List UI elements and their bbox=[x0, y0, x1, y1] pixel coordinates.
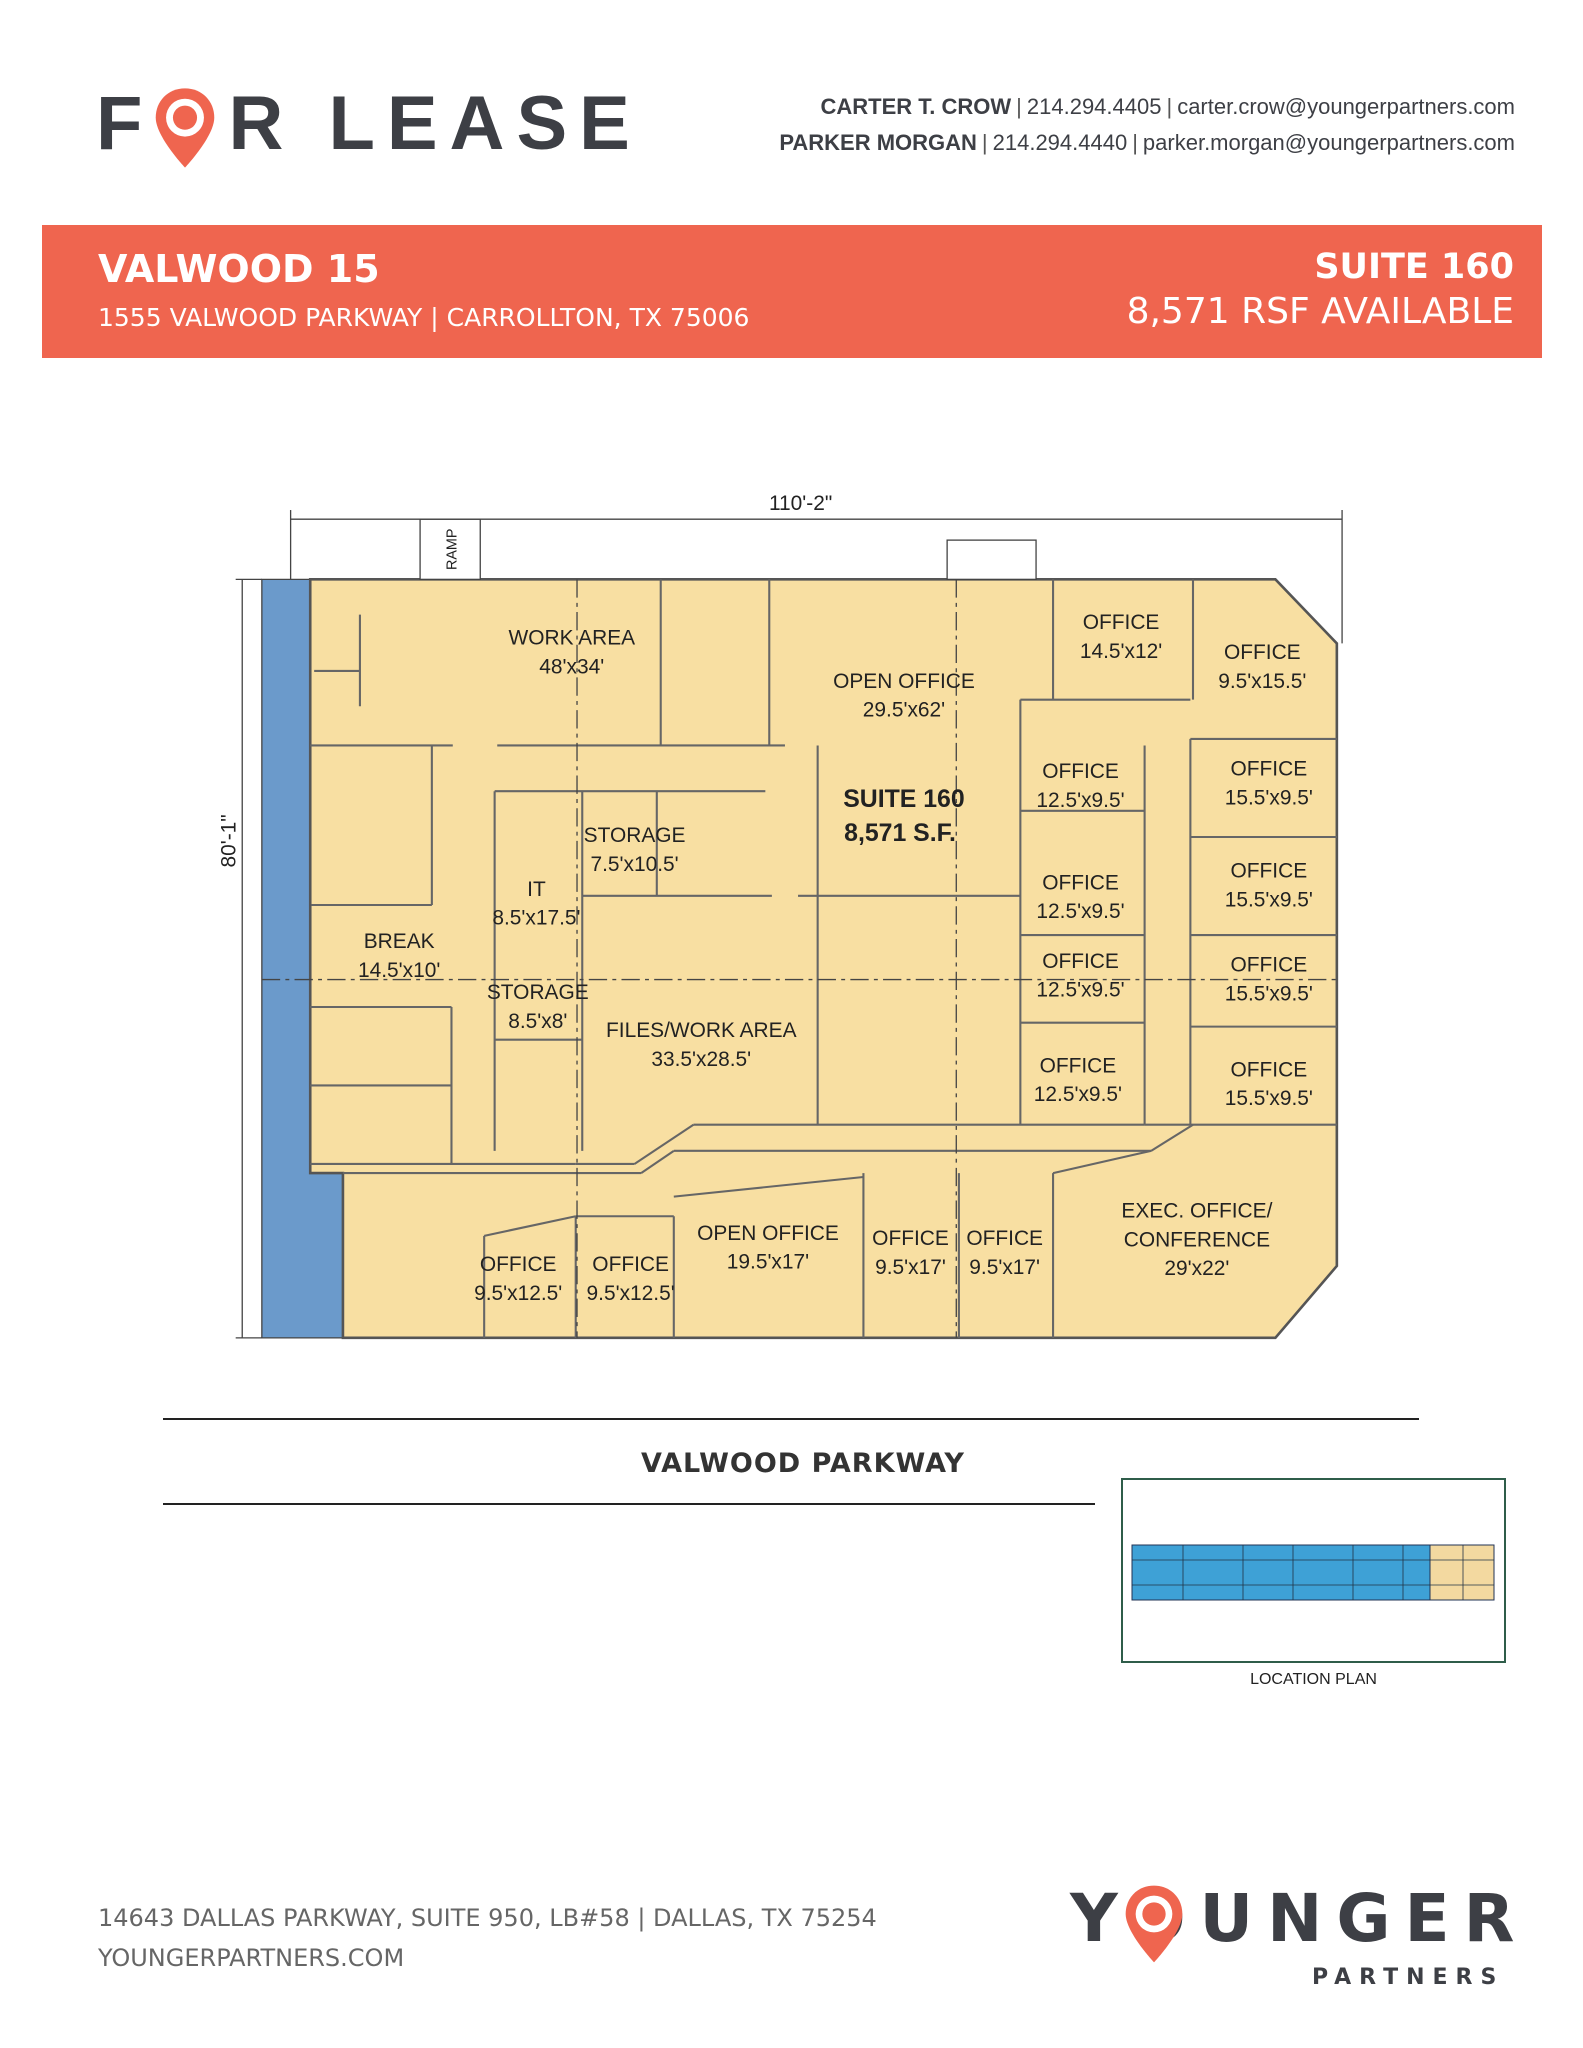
room-size: 9.5'x12.5' bbox=[474, 1282, 562, 1305]
ramp-label: RAMP bbox=[445, 528, 461, 570]
room-name: OFFICE bbox=[966, 1227, 1043, 1250]
room-name: OFFICE bbox=[592, 1253, 669, 1276]
contact-name: PARKER MORGAN bbox=[779, 130, 977, 155]
wall bbox=[633, 1123, 694, 1165]
suite-area-label: 8,571 S.F. bbox=[844, 820, 956, 847]
wall bbox=[1052, 1149, 1152, 1175]
room-size: 8.5'x8' bbox=[508, 1010, 567, 1033]
wall bbox=[640, 1149, 675, 1174]
suite-title: SUITE 160 bbox=[843, 786, 964, 813]
logo-letter-f: F bbox=[96, 81, 155, 166]
contact-name: CARTER T. CROW bbox=[820, 94, 1012, 119]
room-name: OFFICE bbox=[1224, 641, 1301, 664]
room-size: 12.5'x9.5' bbox=[1034, 1083, 1122, 1106]
room-size: 9.5'x15.5' bbox=[1218, 670, 1306, 693]
room-size: 19.5'x17' bbox=[727, 1251, 809, 1274]
room-name: STORAGE bbox=[584, 824, 686, 847]
logo-sub-text: PARTNERS bbox=[1312, 1965, 1505, 1990]
room-name: OFFICE bbox=[1042, 760, 1119, 783]
room-name: OFFICE bbox=[1042, 950, 1119, 973]
room-size: 9.5'x17' bbox=[969, 1256, 1040, 1279]
map-pin-icon bbox=[1125, 1885, 1183, 1963]
exec-office-size: 29'x22' bbox=[1164, 1257, 1229, 1280]
map-pin-icon bbox=[154, 86, 216, 168]
room-name: OFFICE bbox=[1042, 871, 1119, 894]
suite-number: SUITE 160 bbox=[1314, 247, 1514, 287]
room-size: 14.5'x12' bbox=[1080, 640, 1162, 663]
room-size: 29.5'x62' bbox=[863, 699, 945, 722]
room-name: OPEN OFFICE bbox=[697, 1222, 839, 1245]
depth-dimension: 80'-1" bbox=[218, 814, 241, 867]
room-size: 7.5'x10.5' bbox=[590, 853, 678, 876]
room-name: WORK AREA bbox=[508, 627, 635, 650]
building-other-suites bbox=[1131, 1544, 1433, 1601]
street-line-top bbox=[163, 1418, 1419, 1420]
contact-parker: PARKER MORGAN|214.294.4440|parker.morgan… bbox=[779, 130, 1515, 155]
room-name: OFFICE bbox=[1231, 758, 1308, 781]
stairs bbox=[946, 539, 1037, 581]
room-name: OFFICE bbox=[872, 1227, 949, 1250]
location-plan-map bbox=[1121, 1478, 1506, 1663]
room-size: 12.5'x9.5' bbox=[1036, 900, 1124, 923]
room-size: 15.5'x9.5' bbox=[1225, 888, 1313, 911]
room-name: STORAGE bbox=[487, 981, 589, 1004]
building-suite-160 bbox=[1429, 1544, 1495, 1601]
walls bbox=[310, 579, 1337, 1338]
room-size: 12.5'x9.5' bbox=[1036, 979, 1124, 1002]
room-name: BREAK bbox=[364, 930, 435, 953]
logo-text-rest: R LEASE bbox=[228, 81, 642, 166]
exec-office-label: EXEC. OFFICE/ bbox=[1121, 1200, 1272, 1223]
room-name: IT bbox=[527, 878, 546, 901]
property-banner: VALWOOD 15 1555 VALWOOD PARKWAY | CARROL… bbox=[42, 225, 1542, 358]
room-size: 15.5'x9.5' bbox=[1225, 786, 1313, 809]
wall bbox=[483, 1215, 576, 1237]
room-size: 12.5'x9.5' bbox=[1036, 789, 1124, 812]
room-size: 8.5'x17.5' bbox=[492, 907, 580, 930]
ramp bbox=[419, 518, 481, 581]
location-plan-label: LOCATION PLAN bbox=[1250, 1671, 1377, 1688]
contact-email[interactable]: parker.morgan@youngerpartners.com bbox=[1142, 130, 1515, 155]
room-size: 48'x34' bbox=[539, 656, 604, 679]
room-name: OPEN OFFICE bbox=[833, 670, 975, 693]
room-name: FILES/WORK AREA bbox=[606, 1019, 797, 1042]
contact-email[interactable]: carter.crow@youngerpartners.com bbox=[1177, 94, 1515, 119]
footer-address: 14643 DALLAS PARKWAY, SUITE 950, LB#58 |… bbox=[98, 1904, 877, 1932]
room-name: OFFICE bbox=[1040, 1054, 1117, 1077]
contact-phone[interactable]: 214.294.4440 bbox=[992, 130, 1128, 155]
wall bbox=[1150, 1123, 1194, 1152]
wall bbox=[673, 1175, 864, 1198]
room-size: 15.5'x9.5' bbox=[1225, 1087, 1313, 1110]
room-size: 33.5'x28.5' bbox=[651, 1048, 751, 1071]
room-name: OFFICE bbox=[1083, 611, 1160, 634]
suite-area bbox=[308, 578, 1339, 1340]
room-name: OFFICE bbox=[1231, 860, 1308, 883]
property-address: 1555 VALWOOD PARKWAY | CARROLLTON, TX 75… bbox=[98, 303, 750, 332]
room-name: OFFICE bbox=[1231, 954, 1308, 977]
footer-website[interactable]: YOUNGERPARTNERS.COM bbox=[98, 1944, 405, 1972]
room-size: 9.5'x12.5' bbox=[587, 1282, 675, 1305]
contact-carter: CARTER T. CROW|214.294.4405|carter.crow@… bbox=[820, 94, 1515, 119]
width-dimension: 110'-2" bbox=[769, 492, 832, 515]
room-name: OFFICE bbox=[1231, 1058, 1308, 1081]
room-size: 15.5'x9.5' bbox=[1225, 982, 1313, 1005]
street-name: VALWOOD PARKWAY bbox=[641, 1448, 965, 1479]
room-name: OFFICE bbox=[480, 1253, 557, 1276]
room-size: 14.5'x10' bbox=[358, 959, 440, 982]
street-line-bottom bbox=[163, 1503, 1095, 1505]
exec-office-label-2: CONFERENCE bbox=[1124, 1228, 1270, 1251]
property-name: VALWOOD 15 bbox=[98, 247, 380, 291]
contact-phone[interactable]: 214.294.4405 bbox=[1026, 94, 1162, 119]
rsf-available: 8,571 RSF AVAILABLE bbox=[1126, 291, 1514, 332]
room-size: 9.5'x17' bbox=[875, 1256, 946, 1279]
